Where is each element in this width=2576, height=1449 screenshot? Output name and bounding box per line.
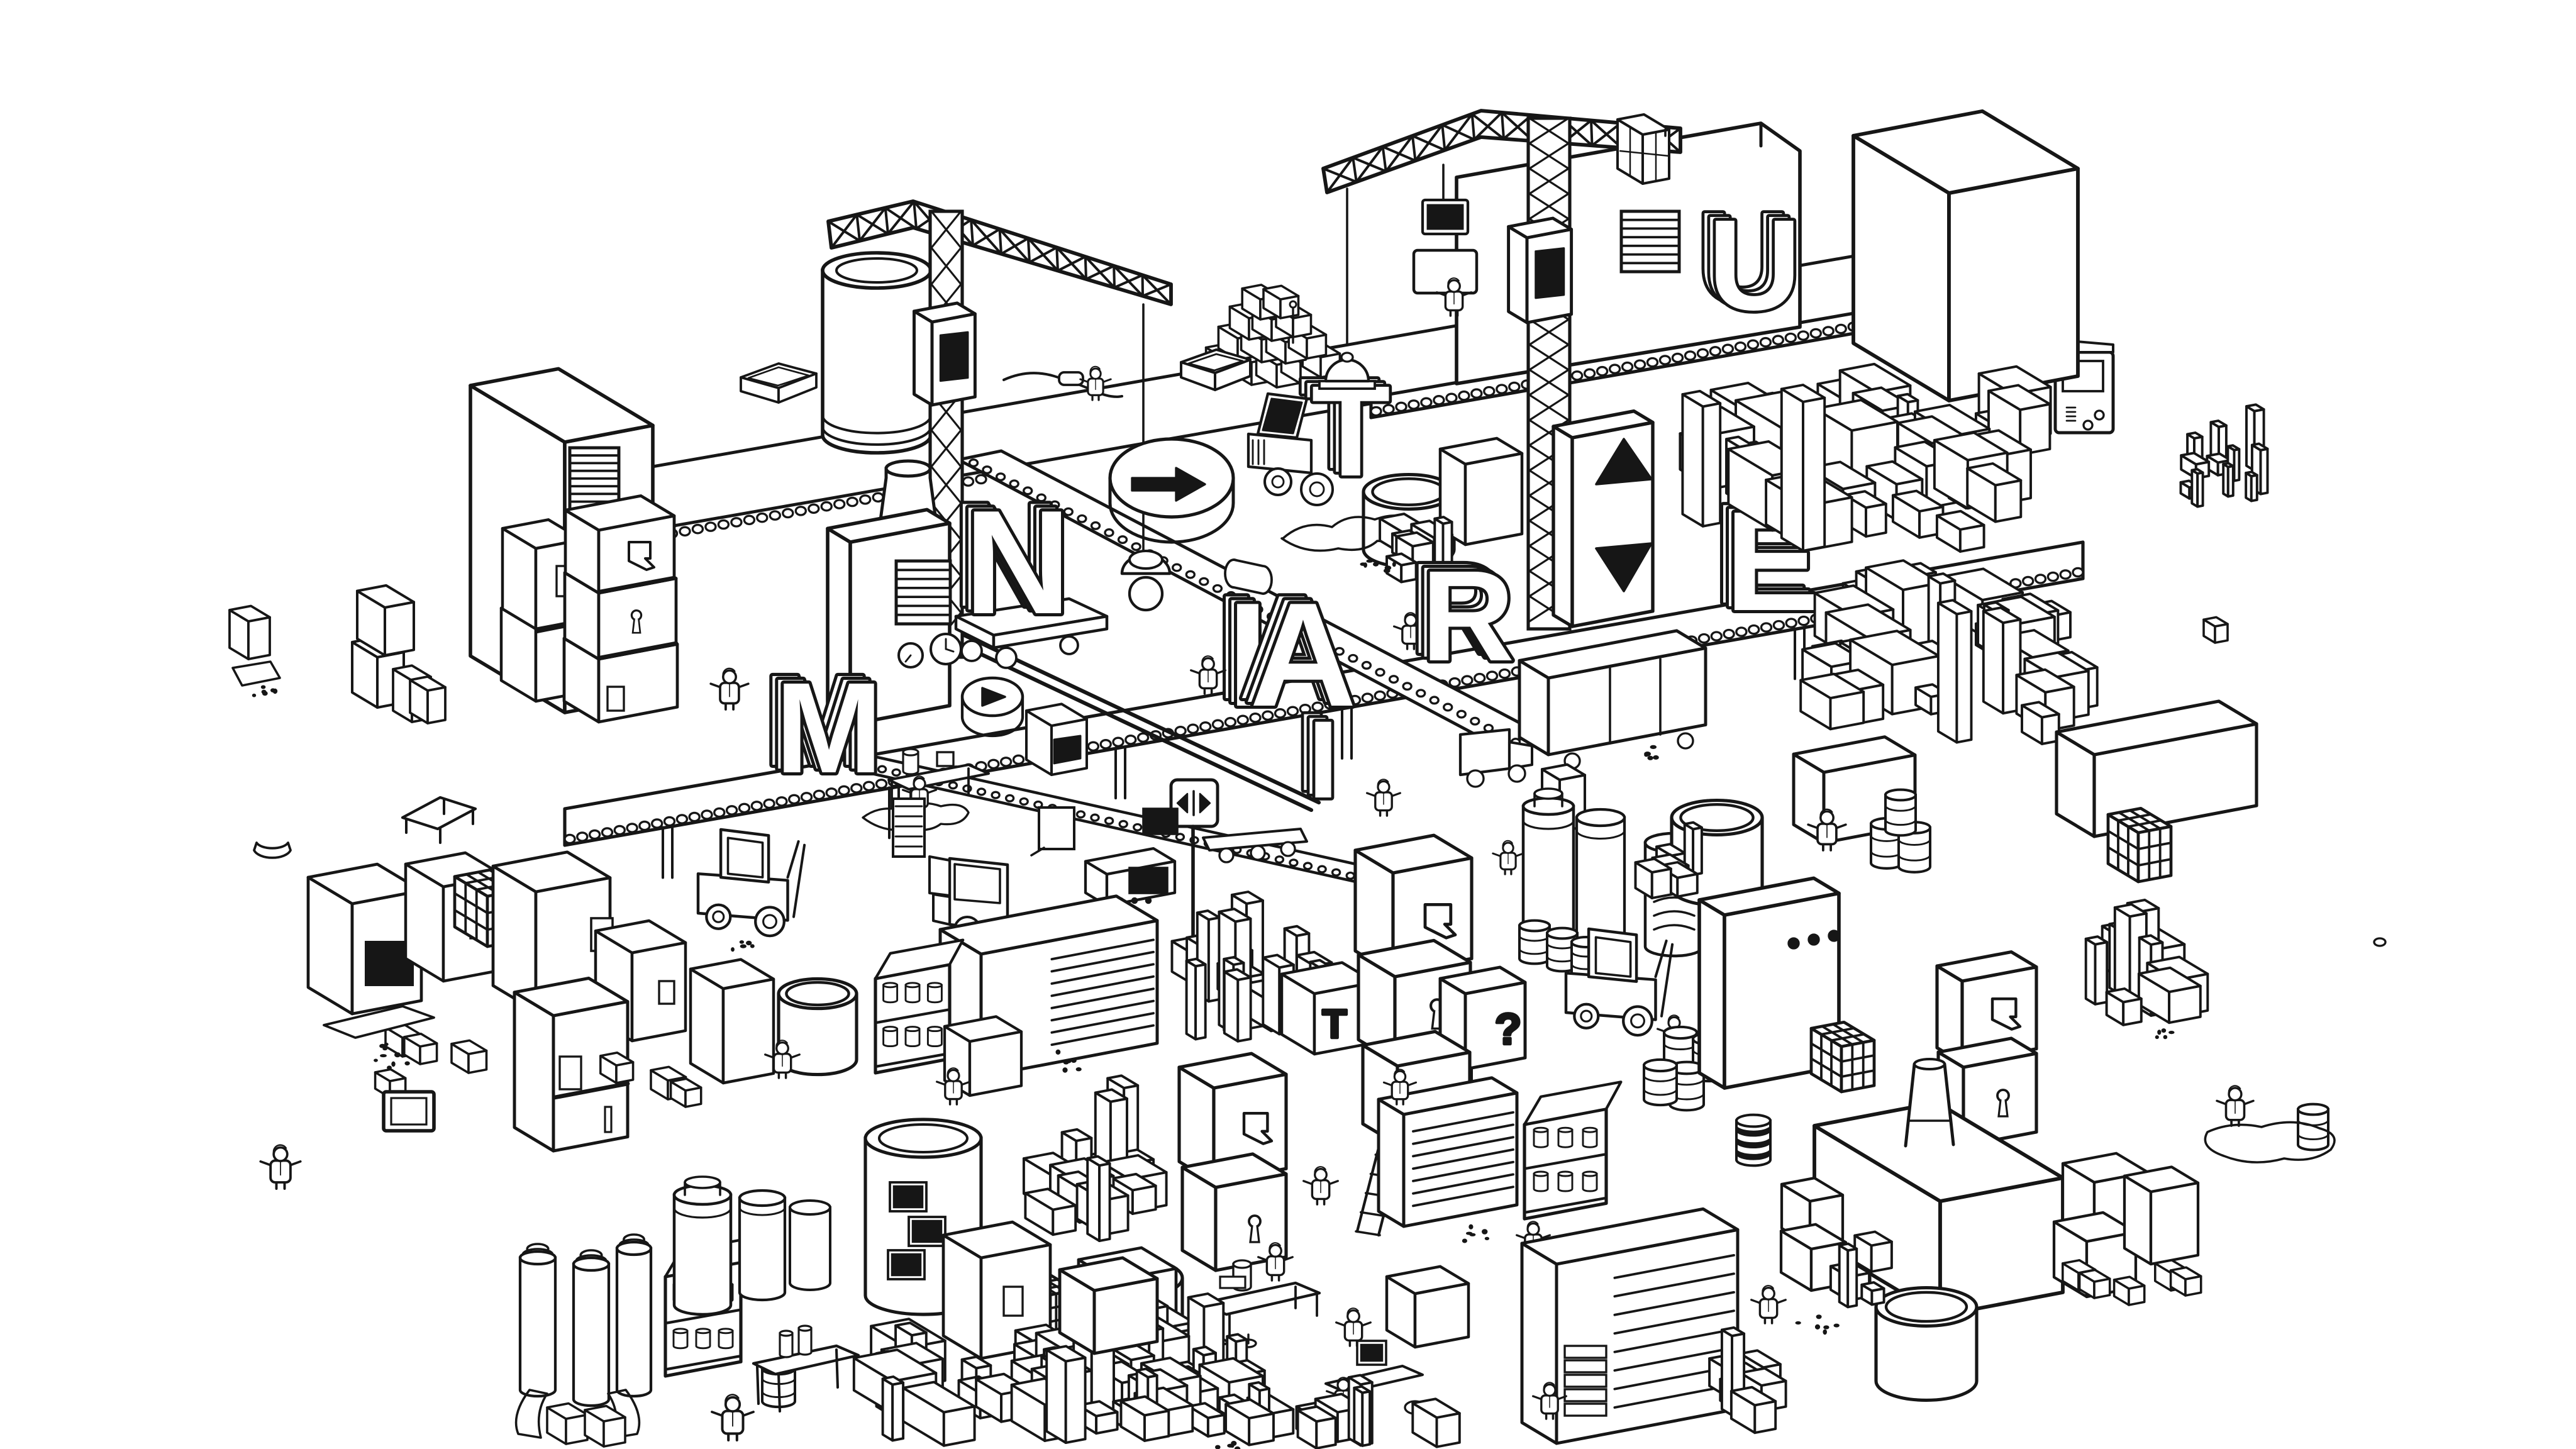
svg-text:M: M xyxy=(770,652,877,796)
svg-text:I: I xyxy=(1221,568,1262,733)
svg-text:A: A xyxy=(1250,572,1357,737)
svg-text:A: A xyxy=(1238,564,1345,730)
svg-text:I: I xyxy=(1308,699,1339,821)
svg-text:N: N xyxy=(964,479,1071,645)
svg-text:I: I xyxy=(1297,691,1328,814)
svg-text:R: R xyxy=(1421,544,1514,688)
svg-text:I: I xyxy=(1216,564,1257,730)
svg-text:?: ? xyxy=(1495,1004,1522,1053)
svg-text:I: I xyxy=(1302,695,1333,818)
svg-text:M: M xyxy=(775,656,883,800)
svg-text:N: N xyxy=(953,472,1060,637)
svg-text:T: T xyxy=(1322,1001,1346,1046)
svg-text:R: R xyxy=(1416,540,1509,684)
svg-text:M: M xyxy=(764,648,872,792)
svg-text:N: N xyxy=(958,475,1065,641)
svg-text:R: R xyxy=(1410,536,1503,680)
svg-text:U: U xyxy=(1697,186,1790,330)
svg-text:U: U xyxy=(1702,189,1796,333)
svg-text:U: U xyxy=(1708,193,1801,337)
svg-text:A: A xyxy=(1244,568,1351,733)
svg-text:I: I xyxy=(1227,572,1268,737)
